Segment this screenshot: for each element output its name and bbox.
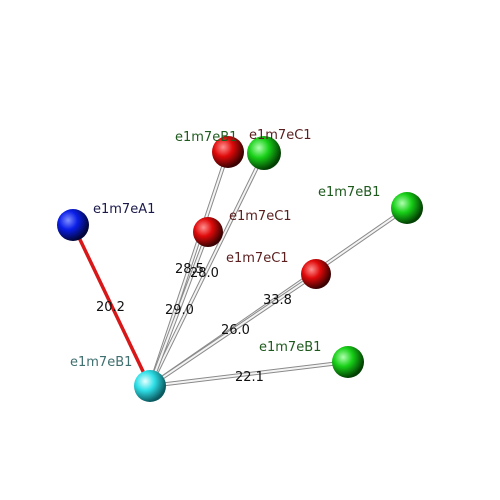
atom-label-center: e1m7eB1 — [70, 355, 132, 370]
distance-label-b_low: 22.1 — [235, 370, 264, 385]
distance-label-b_top: 28.5 — [175, 262, 204, 277]
bond-line-c_mid — [148, 230, 210, 388]
distance-label-a1: 20.2 — [96, 300, 125, 315]
atom-c_low[interactable] — [301, 259, 331, 289]
distance-label-c_mid: 29.0 — [165, 303, 194, 318]
atom-label-c_top: e1m7eC1 — [249, 128, 312, 143]
atom-c_top[interactable] — [247, 136, 281, 170]
distance-label-c_top: 28.0 — [190, 266, 219, 281]
atoms-layer — [57, 136, 423, 402]
bond-line-c_top — [148, 151, 266, 388]
atom-b_right[interactable] — [391, 192, 423, 224]
bond-line-b_low — [148, 360, 350, 388]
atom-b_top[interactable] — [212, 136, 244, 168]
distance-label-c_low: 26.0 — [221, 323, 250, 338]
atom-c_mid[interactable] — [193, 217, 223, 247]
atom-label-b_low: e1m7eB1 — [259, 340, 321, 355]
atom-label-a1: e1m7eA1 — [93, 202, 155, 217]
atom-center[interactable] — [134, 370, 166, 402]
atom-label-b_top: e1m7eB1 — [175, 130, 237, 145]
atom-label-b_right: e1m7eB1 — [318, 185, 380, 200]
atom-b_low[interactable] — [332, 346, 364, 378]
bond-line-c_low — [148, 272, 318, 388]
labels-layer: e1m7eB1 e1m7eA1 e1m7eB1 e1m7eC1 e1m7eC1 e1m7e… — [70, 128, 380, 385]
atom-a1[interactable] — [57, 209, 89, 241]
bond-line-a1 — [71, 223, 152, 388]
bonds-layer — [71, 150, 409, 388]
distance-label-b_right: 33.8 — [263, 293, 292, 308]
atom-label-c_mid: e1m7eC1 — [229, 209, 292, 224]
atom-label-c_low: e1m7eC1 — [226, 251, 289, 266]
